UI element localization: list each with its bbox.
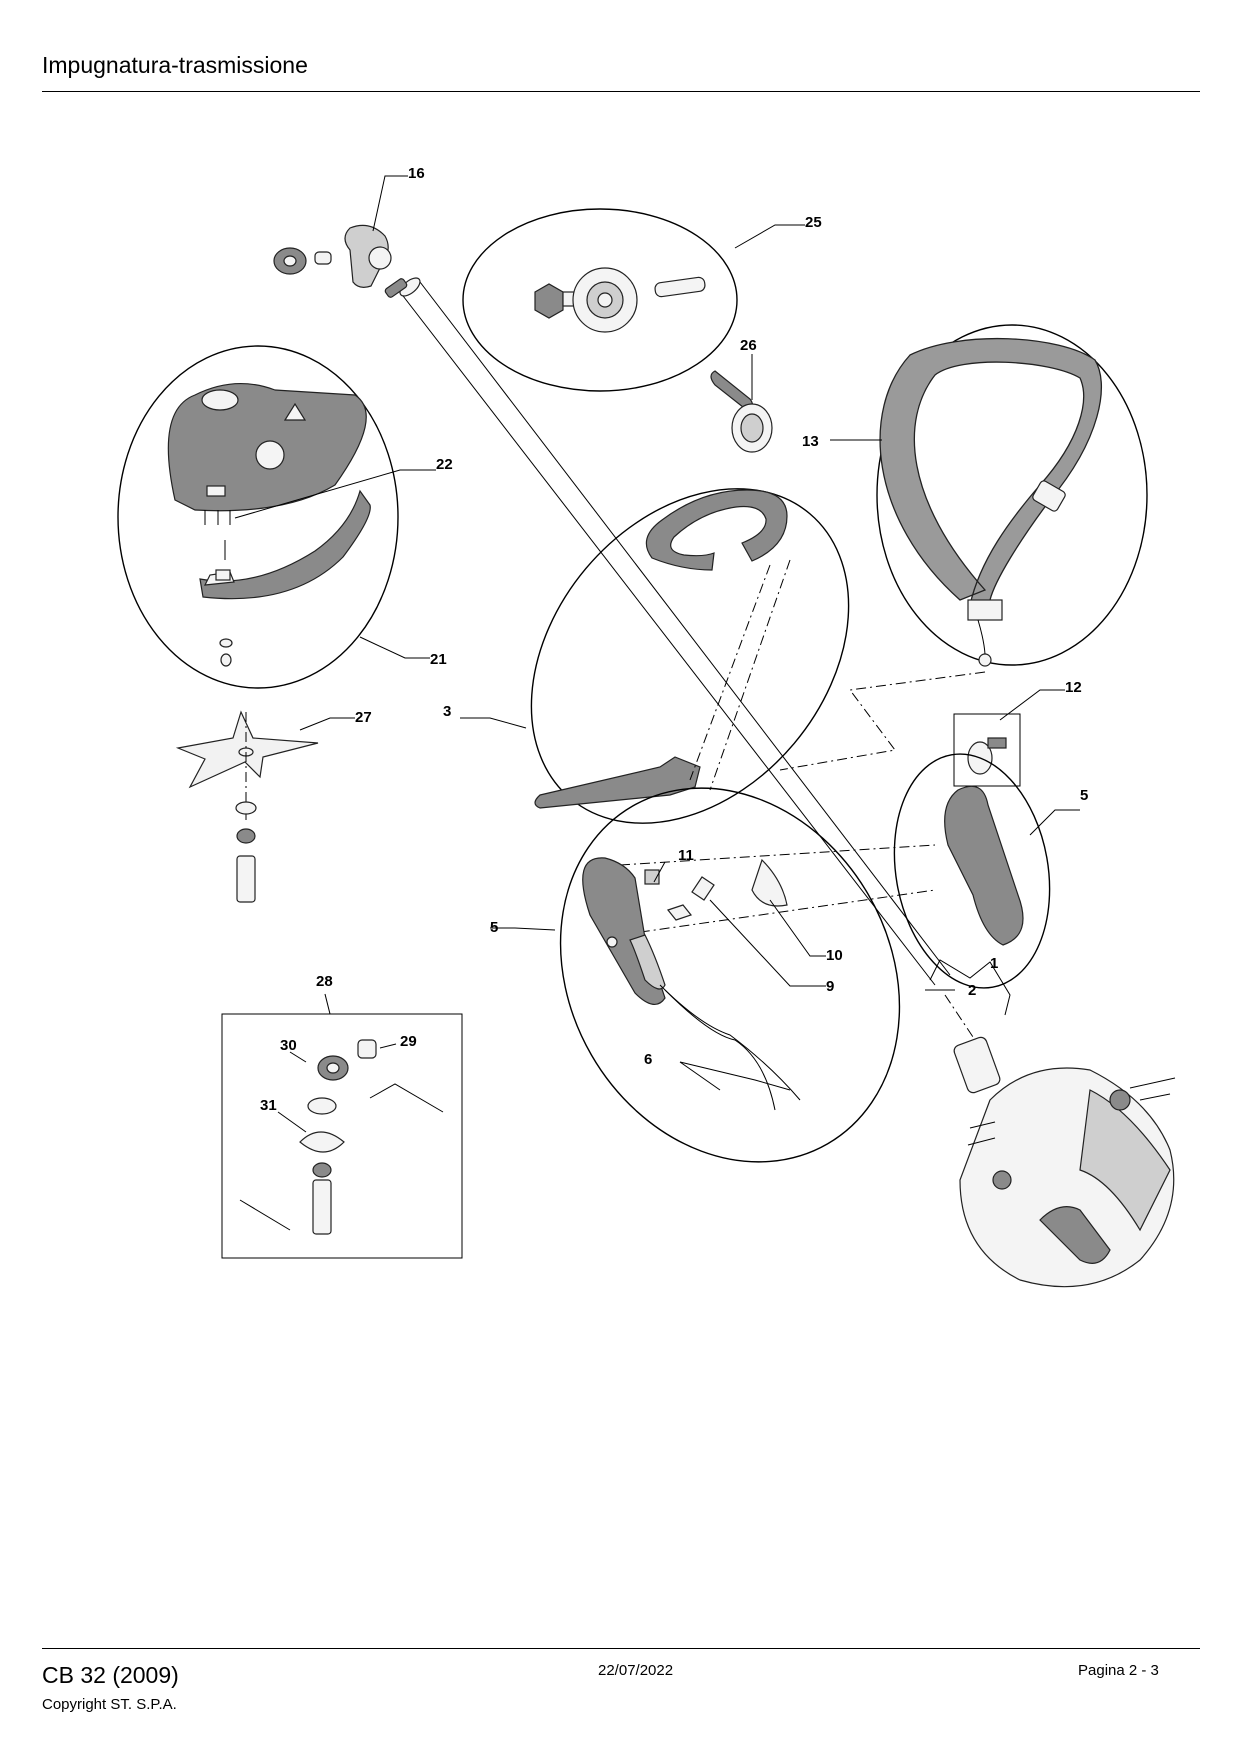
callout-9: 9 bbox=[826, 978, 834, 995]
callout-16: 16 bbox=[408, 165, 425, 182]
callout-group-21-outline bbox=[117, 345, 399, 689]
engine-unit bbox=[953, 1036, 1175, 1288]
blade-guard bbox=[167, 383, 367, 512]
callout-5a: 5 bbox=[1080, 787, 1088, 804]
callout-group-13-outline bbox=[876, 324, 1148, 666]
footer-divider bbox=[42, 1648, 1200, 1649]
callout-3: 3 bbox=[443, 703, 451, 720]
callout-group-25-outline bbox=[462, 208, 738, 392]
header-divider bbox=[42, 91, 1200, 92]
gear-head-assembly bbox=[273, 224, 408, 298]
callout-5b: 5 bbox=[490, 919, 498, 936]
callout-group-12-outline bbox=[953, 713, 1021, 787]
page-title: Impugnatura-trasmissione bbox=[42, 52, 308, 78]
callout-28: 28 bbox=[316, 973, 333, 990]
callout-29: 29 bbox=[400, 1033, 417, 1050]
callout-6: 6 bbox=[644, 1051, 652, 1068]
callout-2: 2 bbox=[968, 982, 976, 999]
guard-extension bbox=[199, 489, 371, 600]
callout-group-5a-outline bbox=[893, 753, 1051, 989]
loop-handle bbox=[534, 489, 788, 809]
throttle-cable bbox=[659, 984, 801, 1111]
throttle-handle-right bbox=[944, 785, 1024, 946]
page-number: Pagina 2 - 3 bbox=[1078, 1662, 1159, 1679]
callout-30: 30 bbox=[280, 1037, 297, 1054]
callout-group-28-box bbox=[221, 1013, 463, 1259]
callout-13: 13 bbox=[802, 433, 819, 450]
trimmer-head-spool bbox=[534, 267, 706, 333]
box-28-parts bbox=[239, 1039, 444, 1235]
handle-small-parts bbox=[606, 858, 788, 948]
guard-screws bbox=[204, 510, 233, 667]
callout-27: 27 bbox=[355, 709, 372, 726]
engine-screws bbox=[967, 1077, 1176, 1146]
callout-1: 1 bbox=[990, 955, 998, 972]
callout-22: 22 bbox=[436, 456, 453, 473]
callout-12: 12 bbox=[1065, 679, 1082, 696]
callout-31: 31 bbox=[260, 1097, 277, 1114]
print-date: 22/07/2022 bbox=[598, 1662, 674, 1679]
blade-fasteners bbox=[235, 801, 257, 903]
drive-shaft-tube bbox=[399, 277, 951, 986]
model-name: CB 32 (2009) bbox=[42, 1662, 179, 1688]
callout-10: 10 bbox=[826, 947, 843, 964]
copyright-text: Copyright ST. S.P.A. bbox=[42, 1696, 177, 1713]
callout-group-5b-outline bbox=[559, 787, 901, 1163]
throttle-handle-left bbox=[582, 857, 666, 1005]
callout-25: 25 bbox=[805, 214, 822, 231]
callout-26: 26 bbox=[740, 337, 757, 354]
callout-21: 21 bbox=[430, 651, 447, 668]
callout-group-3-outline bbox=[530, 488, 850, 824]
shoulder-strap bbox=[879, 337, 1102, 667]
throttle-lever bbox=[710, 370, 773, 453]
cutting-blade bbox=[175, 710, 319, 789]
callout-11: 11 bbox=[678, 847, 694, 864]
